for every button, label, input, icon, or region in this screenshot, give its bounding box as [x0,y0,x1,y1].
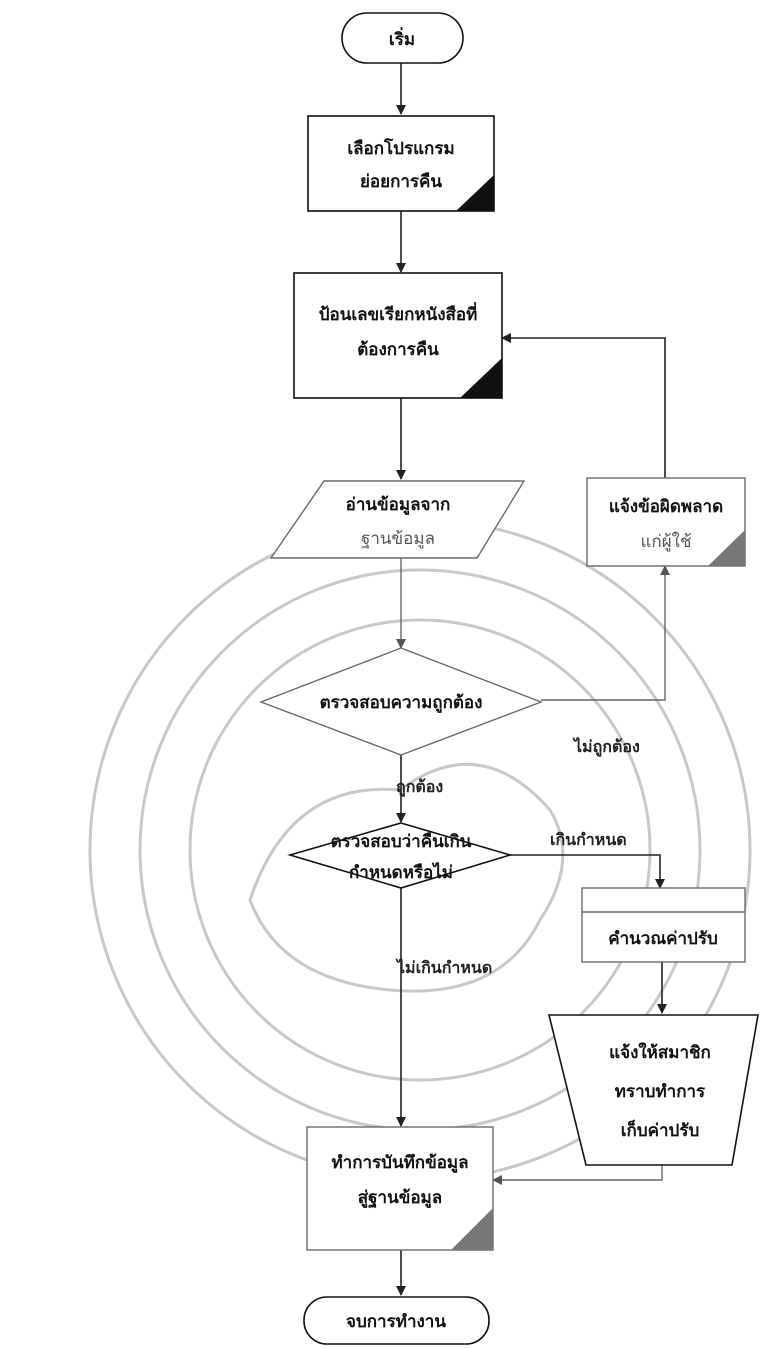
end-label: จบการทำงาน [346,1312,446,1332]
calculate-fine-node: คำนวณค่าปรับ [581,887,746,963]
select-program-node: เลือกโปรแกรม ย่อยการคืน [307,115,495,212]
edge-label-incorrect: ไม่ถูกต้อง [572,737,640,758]
edges [396,63,670,1296]
edge-label-not-overdue: ไม่เกินกำหนด [395,958,492,977]
edge-error-enter [501,333,666,478]
save-record-line1: ทำการบันทึกข้อมูล [331,1153,468,1174]
read-database-node: อ่านข้อมูลจาก ฐานข้อมูล [269,480,526,559]
save-record-node: ทำการบันทึกข้อมูล สู่ฐานข้อมูล [306,1126,494,1251]
read-database-line1: อ่านข้อมูลจาก [346,495,451,516]
select-program-line2: ย่อยการคืน [360,171,442,192]
error-notice-line1: แจ้งข้อผิดพลาด [609,497,723,517]
edge-overdue-calc [510,854,665,889]
check-correct-label: ตรวจสอบความถูกต้อง [320,693,483,714]
check-correct-node: ตรวจสอบความถูกต้อง [259,647,543,756]
edge-label-overdue: เกินกำหนด [550,830,627,849]
error-notice-node: แจ้งข้อผิดพลาด แก่ผู้ใช้ [586,477,746,567]
notify-member-node: แจ้งให้สมาชิก ทราบทำการ เก็บค่าปรับ [547,1014,759,1166]
end-node: จบการทำงาน [303,1296,490,1345]
save-record-line2: สู่ฐานข้อมูล [358,1188,442,1209]
notify-member-line2: ทราบทำการ [615,1082,706,1102]
edge-label-correct: ถูกต้อง [396,777,443,798]
notify-member-line1: แจ้งให้สมาชิก [609,1042,711,1063]
error-notice-line2: แก่ผู้ใช้ [640,531,691,552]
calculate-fine-label: คำนวณค่าปรับ [608,929,718,949]
select-program-line1: เลือกโปรแกรม [347,138,454,159]
start-node: เริ่ม [341,12,464,64]
enter-call-number-node: ป้อนเลขเรียกหนังสือที่ ต้องการคืน [293,272,503,399]
start-label: เริ่ม [389,27,415,50]
edge-notify-save [492,1165,663,1185]
check-overdue-node: ตรวจสอบว่าคืนเกิน กำหนดหรือไม่ [287,822,513,889]
edge-incorrect-error [541,565,670,701]
check-overdue-line2: กำหนดหรือไม่ [349,862,453,883]
enter-call-number-line1: ป้อนเลขเรียกหนังสือที่ [319,302,478,325]
notify-member-line3: เก็บค่าปรับ [621,1118,700,1141]
check-overdue-line1: ตรวจสอบว่าคืนเกิน [331,831,472,852]
read-database-line2: ฐานข้อมูล [361,529,435,549]
enter-call-number-line2: ต้องการคืน [357,339,439,360]
